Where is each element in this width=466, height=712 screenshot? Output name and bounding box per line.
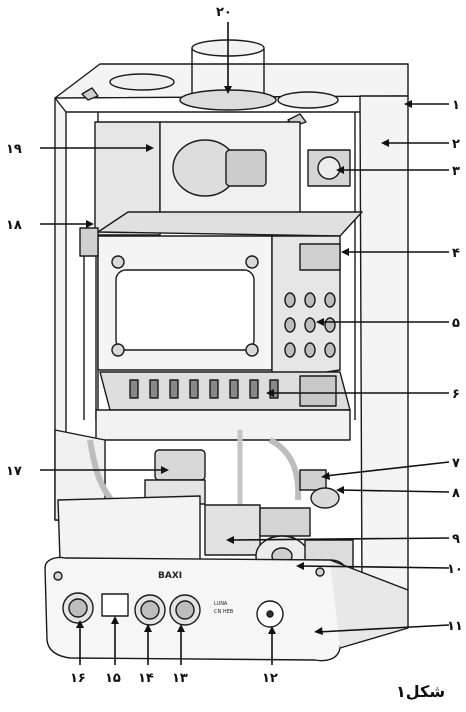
pressure-gauge-needle-hub [266,610,274,618]
return-pipe [268,437,302,501]
callout-numbers: ۱ ۲ ۳ ۴ ۵ ۶ ۷ ۸ ۹ ۱۰ ۱۱ ۱۲ ۱۳ ۱۴ ۱۵ ۱۶ ۱… [6,5,463,686]
chamber-bolt-3 [111,343,125,357]
gas-valve-coil [259,507,311,537]
heat-exchanger-holes [284,292,336,358]
boiler-drawing: BAXI LUNA CN HEB [44,39,409,662]
fan-duct [94,121,161,236]
burner-manifold [95,409,351,441]
callout-7: ۷ [452,456,460,471]
top-clip-left [81,87,99,101]
callout-2: ۲ [452,137,460,152]
chamber-top [97,211,363,237]
chamber-bolt-4 [245,343,259,357]
top-port-left [109,73,175,91]
gas-valve [204,504,261,556]
callout-12: ۱۲ [262,671,278,686]
overheat-thermostat [299,243,341,271]
flue-outlet [191,48,265,98]
callout-4: ۴ [452,246,460,261]
chamber-bolt-1 [111,255,125,269]
air-pressure-switch-dial [317,156,341,180]
callout-20: ۲۰ [216,5,232,20]
callout-1: ۱ [452,98,460,113]
control-panel-right [329,559,409,649]
ignition-electrode [299,375,337,407]
callout-15: ۱۵ [105,671,121,686]
knob-16-inner [68,598,88,618]
callout-3: ۳ [452,164,460,179]
knob-14-inner [140,600,160,620]
display-15 [101,593,129,617]
callout-9: ۹ [452,532,460,547]
top-port-right [277,91,339,109]
frame-right [359,95,409,601]
panel-text: LUNA [214,601,228,607]
callout-lines [40,22,450,665]
panel-screw-right [315,567,325,577]
control-box-top [57,495,201,561]
brand-text: BAXI [158,571,182,581]
callout-10: ۱۰ [447,562,463,577]
figure-caption: شکل۱ [396,682,446,701]
callout-arrowheads [76,86,412,635]
chamber-bolt-2 [245,255,259,269]
callout-16: ۱۶ [70,671,86,686]
callout-13: ۱۳ [172,671,188,686]
air-vent [79,227,99,257]
callout-11: ۱۱ [447,619,463,634]
knob-13-inner [175,600,195,620]
callout-5: ۵ [452,316,460,331]
panel-screw-left [53,571,63,581]
chamber-window [115,269,255,351]
diverter-motor [154,449,206,481]
callout-8: ۸ [452,486,460,501]
air-vent-pipe [83,228,97,420]
pressure-relief-valve [310,487,340,509]
callout-17: ۱۷ [6,464,22,479]
callout-14: ۱۴ [138,671,154,686]
callout-18: ۱۸ [6,218,22,233]
callout-19: ۱۹ [6,142,22,157]
expansion-link [299,469,327,491]
panel-subtext: CN HEB [214,609,234,615]
fan-motor [225,149,267,187]
callout-6: ۶ [452,387,460,402]
